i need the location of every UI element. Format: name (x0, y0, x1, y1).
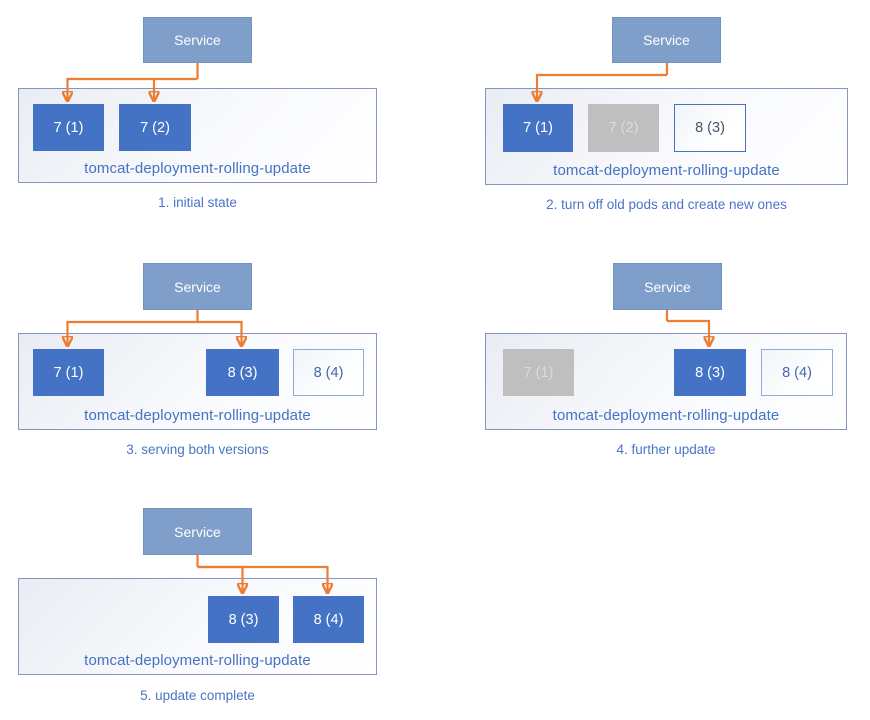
pod-8-3: 8 (3) (674, 349, 746, 396)
service-label: Service (174, 32, 221, 48)
deployment-label: tomcat-deployment-rolling-update (84, 407, 311, 424)
pod-7-2: 7 (2) (119, 104, 191, 151)
pod-8-3: 8 (3) (208, 596, 279, 643)
service-box: Service (613, 263, 722, 310)
deployment-box: 7 (1) 8 (3) 8 (4) tomcat-deployment-roll… (18, 333, 377, 430)
deployment-label: tomcat-deployment-rolling-update (552, 407, 780, 424)
service-label: Service (644, 278, 691, 295)
pod-8-3: 8 (3) (674, 104, 746, 152)
stage-caption: 3. serving both versions (126, 442, 269, 457)
deployment-box: 7 (1) 8 (3) 8 (4) tomcat-deployment-roll… (485, 333, 847, 430)
deployment-label: tomcat-deployment-rolling-update (553, 162, 780, 179)
pod-7-1: 7 (1) (503, 104, 573, 152)
deployment-box: 7 (1) 7 (2) 8 (3) tomcat-deployment-roll… (485, 88, 848, 185)
service-box: Service (143, 263, 252, 310)
pod-8-4: 8 (4) (761, 349, 833, 396)
deployment-box: 8 (3) 8 (4) tomcat-deployment-rolling-up… (18, 578, 377, 675)
pod-8-4: 8 (4) (293, 596, 364, 643)
deployment-label: tomcat-deployment-rolling-update (84, 652, 311, 669)
service-label: Service (174, 523, 221, 540)
stage-caption: 2. turn off old pods and create new ones (546, 197, 787, 212)
service-box: Service (612, 17, 721, 63)
stage-panel-5-update-complete: Service 8 (3) 8 (4) tomcat-deployment-ro… (0, 480, 435, 720)
stage-caption: 4. further update (616, 442, 716, 457)
pod-7-1: 7 (1) (33, 104, 104, 151)
stage-panel-2-turn-off-old-pods: Service 7 (1) 7 (2) 8 (3) tomcat-deploym… (435, 0, 870, 240)
service-box: Service (143, 17, 252, 63)
service-label: Service (643, 32, 690, 48)
service-box: Service (143, 508, 252, 555)
pod-8-3: 8 (3) (206, 349, 279, 396)
stage-caption: 5. update complete (140, 688, 255, 703)
stage-panel-1-initial-state: Service 7 (1) 7 (2) tomcat-deployment-ro… (0, 0, 435, 240)
pod-7-1: 7 (1) (33, 349, 104, 396)
stage-caption: 1. initial state (158, 195, 237, 210)
service-label: Service (174, 278, 221, 295)
deployment-label: tomcat-deployment-rolling-update (84, 160, 311, 177)
deployment-box: 7 (1) 7 (2) tomcat-deployment-rolling-up… (18, 88, 377, 183)
pod-7-2: 7 (2) (588, 104, 659, 152)
pod-7-1: 7 (1) (503, 349, 574, 396)
stage-panel-3-serving-both-versions: Service 7 (1) 8 (3) 8 (4) tomcat-deploym… (0, 240, 435, 480)
stage-panel-4-further-update: Service 7 (1) 8 (3) 8 (4) tomcat-deploym… (435, 240, 870, 480)
pod-8-4: 8 (4) (293, 349, 364, 396)
